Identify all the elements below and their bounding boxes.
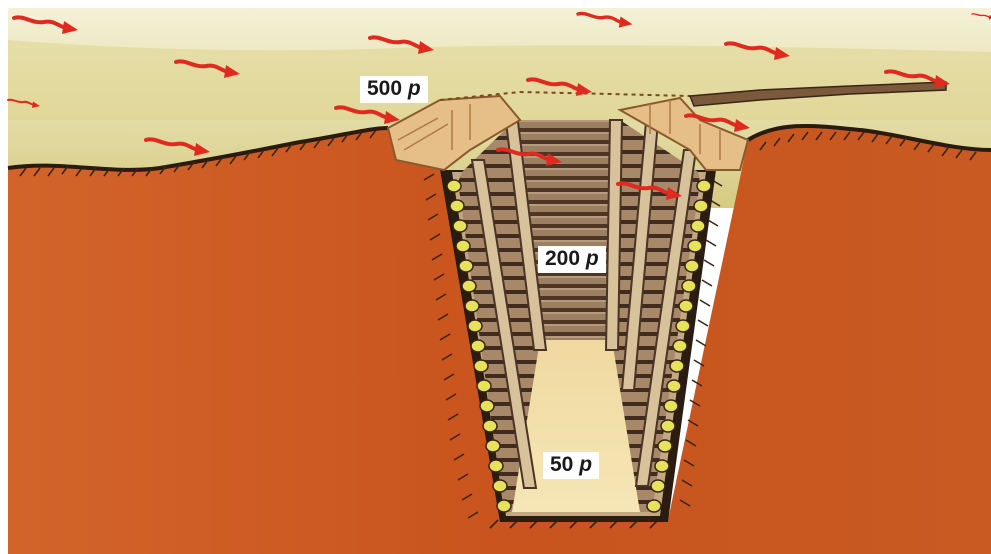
surface-level-label: 500 p xyxy=(360,76,428,103)
surface-level-unit: p xyxy=(408,77,421,100)
trench-bottom-level-value: 50 xyxy=(550,453,573,476)
trench-bottom-level-unit: p xyxy=(579,453,592,476)
upper-trench-level-value: 200 xyxy=(545,247,580,270)
surface-level-value: 500 xyxy=(367,77,402,100)
upper-trench-level-label: 200 p xyxy=(538,246,606,273)
trench-bottom-level-label: 50 p xyxy=(543,452,599,479)
upper-trench-level-unit: p xyxy=(586,247,599,270)
